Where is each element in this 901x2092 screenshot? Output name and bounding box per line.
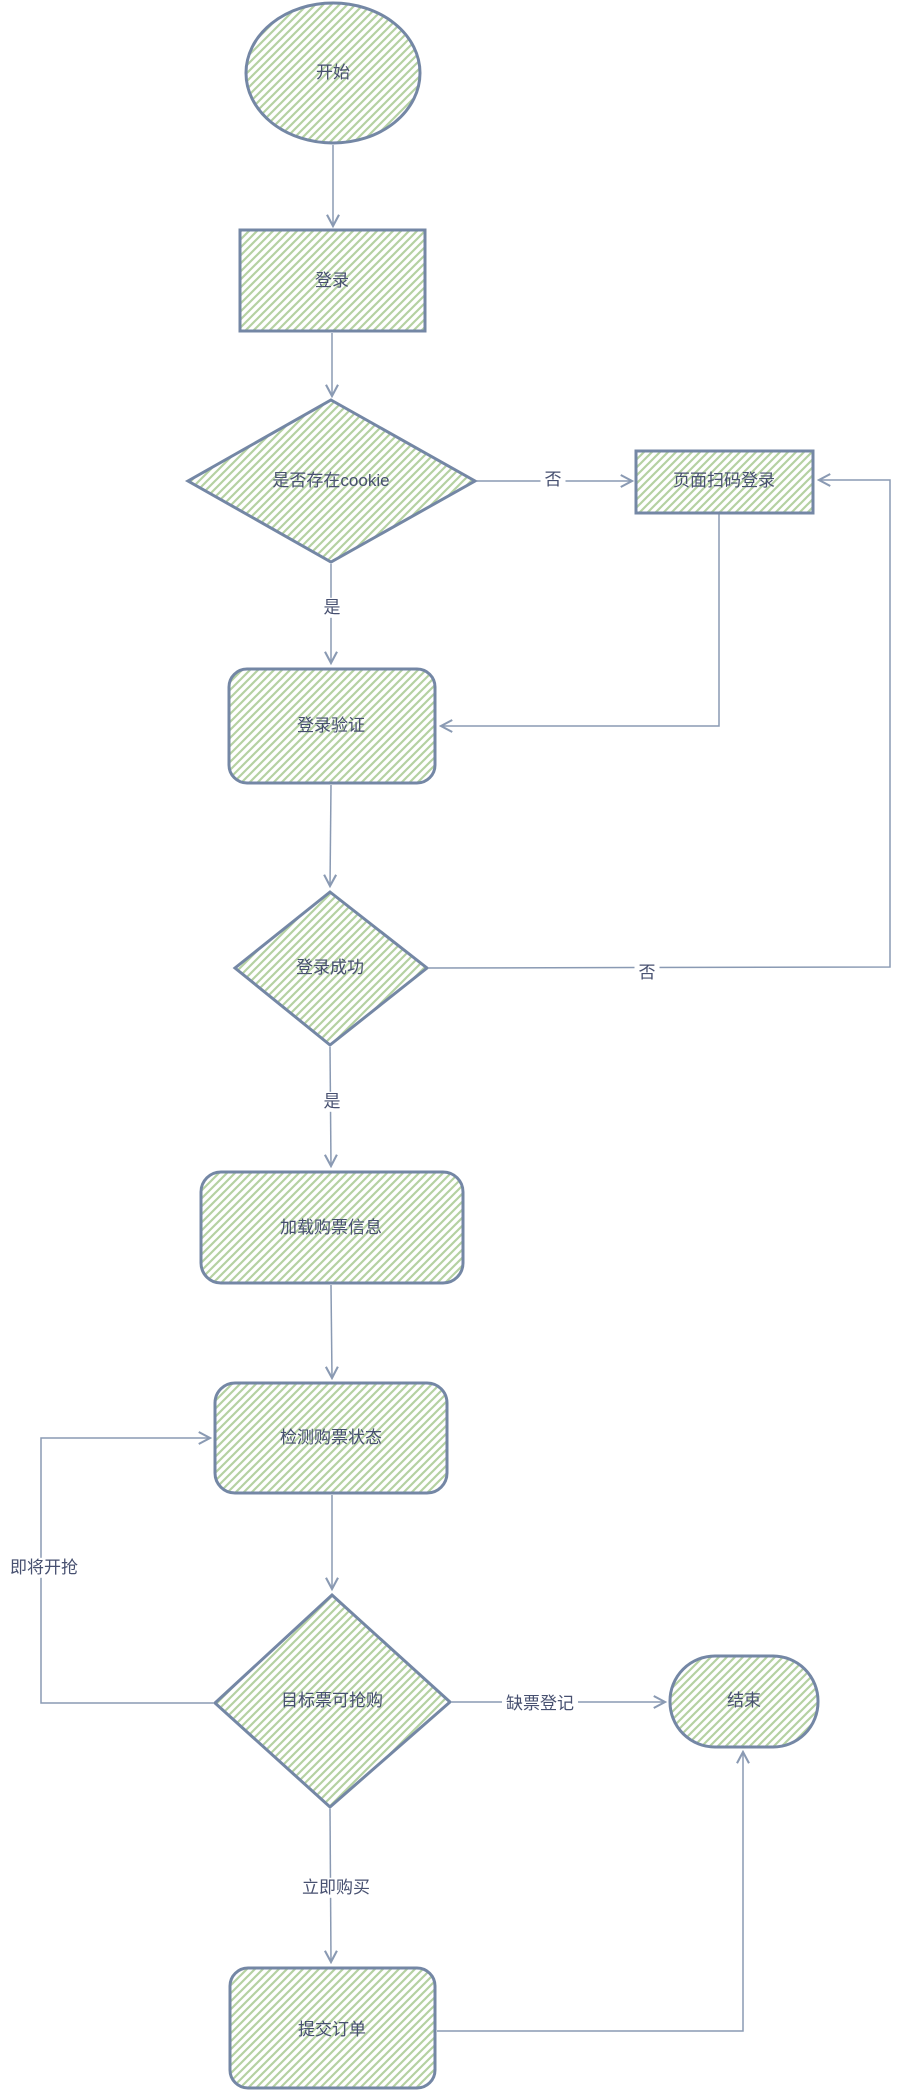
node-label-ticket-available: 目标票可抢购 [281,1690,383,1710]
node-end-shape [668,1654,820,1749]
edge-login-verify-to-login-success [323,784,338,889]
edge-label-about-to-start: 即将开抢 [6,1557,82,1579]
node-qr-login-shape [634,449,815,515]
node-label-check-ticket-status: 检测购票状态 [280,1427,382,1447]
node-label-login-verify: 登录验证 [297,715,365,735]
node-label-end: 结束 [727,1690,761,1710]
edge-login-fail-loop-to-qr-login [428,473,891,969]
node-label-cookie-check: 是否存在cookie [272,470,390,490]
edge-load-info-to-check-status [324,1284,339,1381]
node-submit-order-shape [228,1966,437,2090]
node-load-ticket-info-shape [199,1170,465,1285]
edge-qr-login-to-login-verify [438,514,720,733]
node-label-login-success: 登录成功 [296,957,364,977]
edge-label-login-ok-yes: 是 [319,1091,345,1113]
node-login-shape [238,228,427,333]
nodes [184,1,820,2090]
node-label-load-ticket-info: 加载购票信息 [280,1217,382,1237]
node-label-submit-order: 提交订单 [298,2019,366,2039]
edge-label-cookie-yes: 是 [319,597,345,619]
node-cookie-check-shape [184,398,479,564]
node-start-shape [244,1,422,145]
edge-submit-order-to-end [437,1749,750,2032]
node-login-verify-shape [227,667,437,785]
edge-label-cookie-no: 否 [540,469,566,491]
edge-label-buy-now: 立即购买 [298,1877,374,1899]
edge-label-sold-out-register: 缺票登记 [502,1693,578,1715]
node-label-qr-login: 页面扫码登录 [673,470,775,490]
node-label-start: 开始 [316,62,350,82]
edge-label-login-fail-no: 否 [634,962,660,984]
node-check-ticket-status-shape [213,1381,449,1495]
node-label-login: 登录 [315,270,349,290]
node-login-success-shape [232,890,430,1047]
node-ticket-available-shape [212,1592,453,1810]
